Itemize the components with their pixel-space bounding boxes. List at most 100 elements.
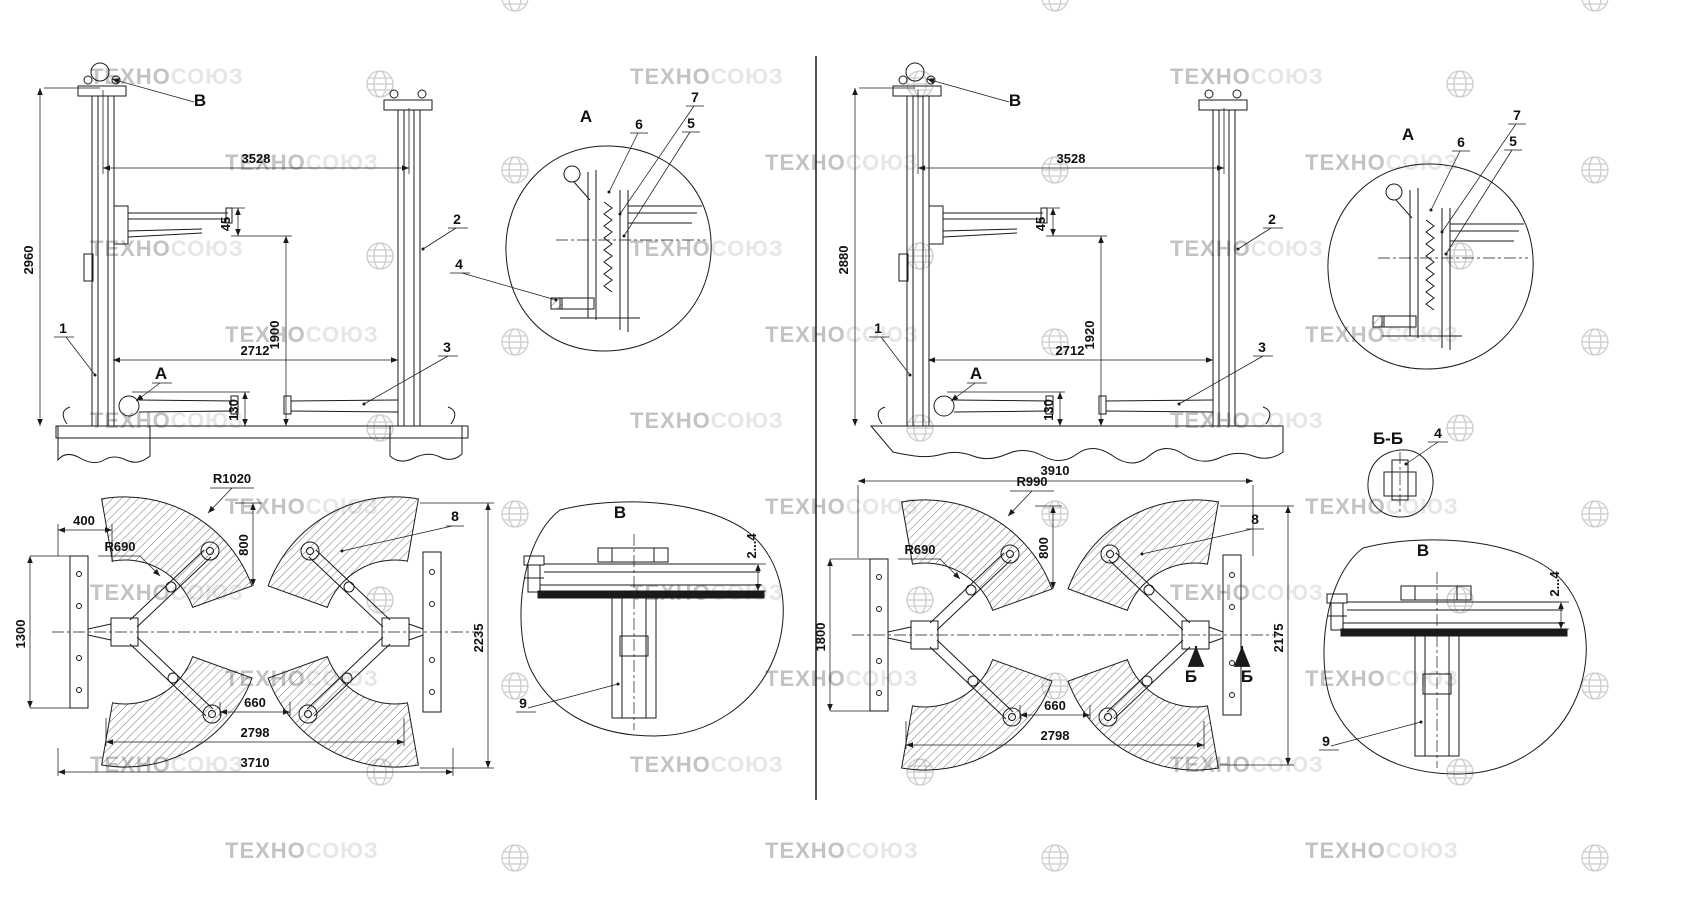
plan-dim-2798-right: 2798 — [1041, 728, 1070, 743]
watermark-brand-text: ТЕХНОСОЮЗ — [225, 0, 379, 4]
part-3-left: 3 — [443, 339, 451, 355]
watermark-globe-icon — [1575, 150, 1615, 195]
watermark-brand-text: ТЕХНОСОЮЗ — [1305, 494, 1459, 519]
watermark-globe-icon — [1440, 408, 1480, 453]
detail-a-left: А 6 7 5 4 — [450, 89, 711, 351]
plan-radius-inner-left: R690 — [104, 539, 135, 554]
dim-ground-clearance-left: 130 — [226, 399, 241, 421]
detail-b-ref-left: В — [194, 91, 206, 110]
plan-dim-1800-right: 1800 — [813, 623, 828, 652]
watermark-globe-icon — [495, 494, 535, 539]
plan-dim-400-left: 400 — [73, 513, 95, 528]
plan-dim-2798-left: 2798 — [241, 725, 270, 740]
dim-lift-height-left: 1900 — [267, 321, 282, 350]
watermark-brand-text: ТЕХНОСОЮЗ — [630, 752, 784, 777]
watermark-brand-text: ТЕХНОСОЮЗ — [225, 322, 379, 347]
dim-arm-height-left: 45 — [218, 217, 233, 231]
dim-span-right: 3528 — [1057, 151, 1086, 166]
detail-a-title-right: А — [1402, 125, 1414, 144]
watermark-globe-icon — [900, 580, 940, 625]
detail-a-ref-right: А — [970, 364, 982, 383]
watermark-brand-text: ТЕХНОСОЮЗ — [1305, 0, 1459, 4]
watermark-brand-text: ТЕХНОСОЮЗ — [765, 838, 919, 863]
watermark-globe-icon — [1035, 322, 1075, 367]
watermark-globe-icon — [495, 150, 535, 195]
plan-dim-800-left: 800 — [236, 534, 251, 556]
front-elevation-left: 3528 2960 45 1900 2712 130 1 2 3 А В — [21, 63, 469, 464]
section-cut-label-b1: Б — [1185, 667, 1197, 686]
part-2-right: 2 — [1268, 211, 1276, 227]
watermark-globe-icon — [1035, 150, 1075, 195]
watermark-globe-icon — [1575, 494, 1615, 539]
detail-a-part-4-left: 4 — [455, 256, 463, 272]
left-sheet: 3528 2960 45 1900 2712 130 1 2 3 А В А 6… — [13, 63, 783, 776]
detail-a-part-5-right: 5 — [1509, 133, 1517, 149]
plan-dim-660-left: 660 — [244, 695, 266, 710]
detail-b-left: В 2...4 9 — [516, 502, 783, 736]
watermark-brand-text: ТЕХНОСОЮЗ — [1305, 666, 1459, 691]
watermark-globe-icon — [1575, 666, 1615, 711]
detail-b-gap-right: 2...4 — [1547, 571, 1562, 597]
detail-b-gap-left: 2...4 — [744, 533, 759, 559]
plan-part-8-right: 8 — [1251, 511, 1259, 527]
watermark-brand-text: ТЕХНОСОЮЗ — [765, 0, 919, 4]
detail-a-ref-left: А — [155, 364, 167, 383]
part-1-right: 1 — [874, 320, 882, 336]
plan-radius-outer-right: R990 — [1016, 474, 1047, 489]
section-bb-title: Б-Б — [1373, 429, 1403, 448]
dim-arm-height-right: 45 — [1033, 217, 1048, 231]
watermark-globe-icon — [1440, 752, 1480, 797]
dim-span-left: 3528 — [242, 151, 271, 166]
watermark-brand-text: ТЕХНОСОЮЗ — [90, 64, 244, 89]
watermark-globe-icon — [1575, 322, 1615, 367]
dim-inner-span-right: 2712 — [1056, 343, 1085, 358]
watermark-brand-text: ТЕХНОСОЮЗ — [225, 150, 379, 175]
watermark-globe-icon — [1575, 0, 1615, 23]
watermark-brand-text: ТЕХНОСОЮЗ — [630, 64, 784, 89]
detail-a-part-7-right: 7 — [1513, 107, 1521, 123]
right-sheet: 3528 2880 45 1920 2712 130 1 2 3 А В А 6… — [813, 63, 1586, 774]
watermark-globe-icon — [360, 580, 400, 625]
watermark-brand-text: ТЕХНОСОЮЗ — [1170, 236, 1324, 261]
plan-radius-outer-left: R1020 — [213, 471, 251, 486]
watermark-globe-icon — [360, 236, 400, 281]
front-elevation-right: 3528 2880 45 1920 2712 130 1 2 3 А В — [836, 63, 1284, 464]
plan-dim-660-right: 660 — [1044, 698, 1066, 713]
watermark-globe-icon — [1575, 838, 1615, 883]
detail-b-title-left: В — [614, 503, 626, 522]
section-bb-part-4: 4 — [1434, 425, 1442, 441]
detail-b-title-right: В — [1417, 541, 1429, 560]
watermark-globe-icon — [1035, 838, 1075, 883]
watermark-brand-text: ТЕХНОСОЮЗ — [765, 666, 919, 691]
section-bb-right: Б-Б 4 — [1367, 425, 1448, 518]
watermark-globe-icon — [1440, 64, 1480, 109]
watermark-globe-icon — [900, 408, 940, 453]
detail-b-ref-right: В — [1009, 91, 1021, 110]
watermark-globe-icon — [360, 64, 400, 109]
dim-ground-clearance-right: 130 — [1041, 399, 1056, 421]
watermark-brand-text: ТЕХНОСОЮЗ — [1305, 838, 1459, 863]
part-1-left: 1 — [59, 320, 67, 336]
plan-part-8-left: 8 — [451, 508, 459, 524]
detail-a-part-5-left: 5 — [687, 115, 695, 131]
detail-a-right: А 6 7 5 — [1328, 107, 1533, 369]
detail-b-part-9-right: 9 — [1322, 733, 1330, 749]
plan-dim-3910-right: 3910 — [1041, 463, 1070, 478]
plan-dim-1300-left: 1300 — [13, 620, 28, 649]
watermark-globe-icon — [360, 408, 400, 453]
watermark-brand-text: ТЕХНОСОЮЗ — [90, 236, 244, 261]
plan-radius-inner-right: R690 — [904, 542, 935, 557]
plan-dim-2235-left: 2235 — [471, 624, 486, 653]
watermark-brand-text: ТЕХНОСОЮЗ — [225, 838, 379, 863]
detail-a-part-7-left: 7 — [691, 89, 699, 105]
dim-lift-height-right: 1920 — [1082, 321, 1097, 350]
watermark-brand-text: ТЕХНОСОЮЗ — [630, 408, 784, 433]
watermark-globe-icon — [1440, 236, 1480, 281]
part-3-right: 3 — [1258, 339, 1266, 355]
watermark-brand-text: ТЕХНОСОЮЗ — [1305, 322, 1459, 347]
watermark-globe-icon — [495, 0, 535, 23]
dim-height-right: 2880 — [836, 246, 851, 275]
detail-b-right: В 2...4 9 — [1319, 540, 1586, 774]
